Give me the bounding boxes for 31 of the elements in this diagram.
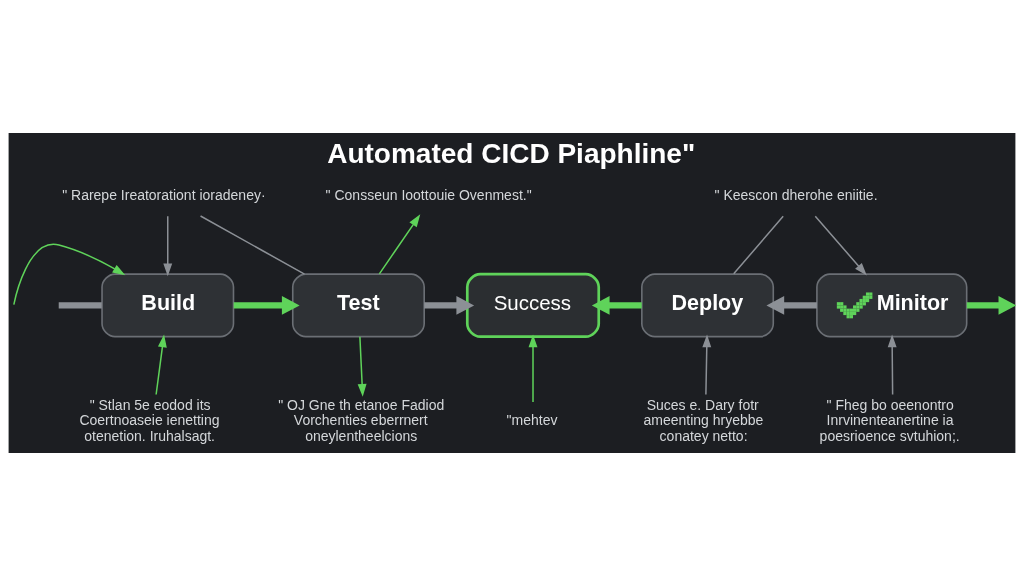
arrow — [378, 213, 421, 275]
node-box: Success — [465, 272, 601, 338]
node-box: Build — [101, 272, 235, 337]
connector — [732, 214, 784, 275]
node-box: Deploy — [641, 272, 775, 337]
arrow — [528, 334, 538, 403]
arrow — [357, 335, 367, 397]
node-text: " Fheg bo oeenontro Inrvinenteanertine ia poesrioence svtuhion;. — [819, 396, 960, 443]
arrow — [155, 334, 167, 395]
node-text: "mehtev — [506, 411, 558, 428]
node-box: Minitor — [816, 272, 968, 337]
connector — [58, 301, 102, 309]
node-text: " Rarepe Ireatorationt ioradeney· — [62, 186, 266, 203]
node-text: " Keescon dherohe eniitie. — [714, 186, 878, 203]
arrow — [591, 295, 642, 315]
node-text: Suces e. Dary fotr ameenting hryebbe conatey netto: — [643, 396, 764, 443]
arrow — [887, 334, 897, 395]
arrow — [766, 295, 817, 315]
arrow — [424, 295, 475, 315]
arrow — [966, 295, 1016, 315]
arrow — [13, 243, 126, 305]
diagram-title: Automated CICD Piaphline" — [327, 137, 696, 169]
node-text: " Consseun Ioottouie Ovenmest." — [325, 186, 532, 203]
arrow — [702, 334, 712, 395]
node-box: Test — [291, 272, 425, 337]
node-text: " Stlan 5e eodod its Coertnoaseie ienetting otenetion. Iruhalsagt. — [79, 396, 220, 443]
arrow — [233, 295, 300, 315]
connector — [199, 214, 306, 275]
node-text: " OJ Gne th etanoe Fadiod Vorchenties eberrnert oneylentheelcions — [278, 396, 445, 443]
arrow — [814, 214, 867, 276]
arrow — [163, 214, 173, 276]
